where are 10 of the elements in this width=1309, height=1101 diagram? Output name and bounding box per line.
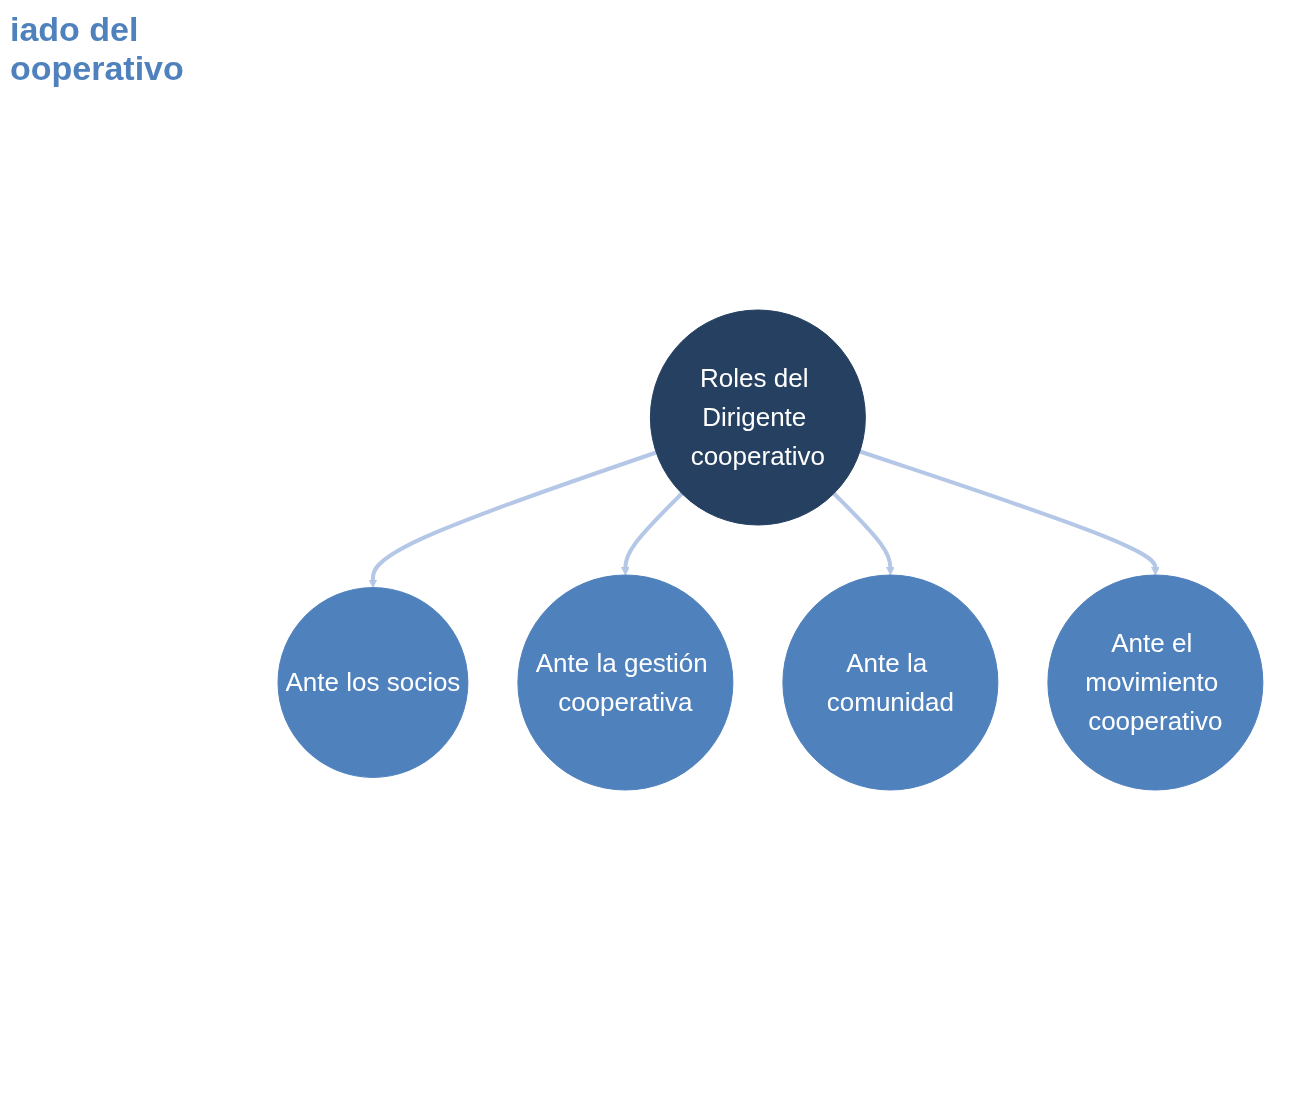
node-circle: Roles del Dirigente cooperativo <box>649 309 866 526</box>
node-circle: Ante el movimiento cooperativo <box>1046 574 1263 791</box>
arrow <box>858 449 1160 576</box>
arrow <box>832 492 895 576</box>
node-circle: Ante los socios <box>277 587 468 778</box>
node-circle: Ante la comunidad <box>781 574 998 791</box>
node-circle: Ante la gestión cooperativa <box>516 574 733 791</box>
heading-text: iado del ooperativo <box>10 10 185 88</box>
arrow <box>620 492 683 576</box>
arrow <box>368 450 657 588</box>
